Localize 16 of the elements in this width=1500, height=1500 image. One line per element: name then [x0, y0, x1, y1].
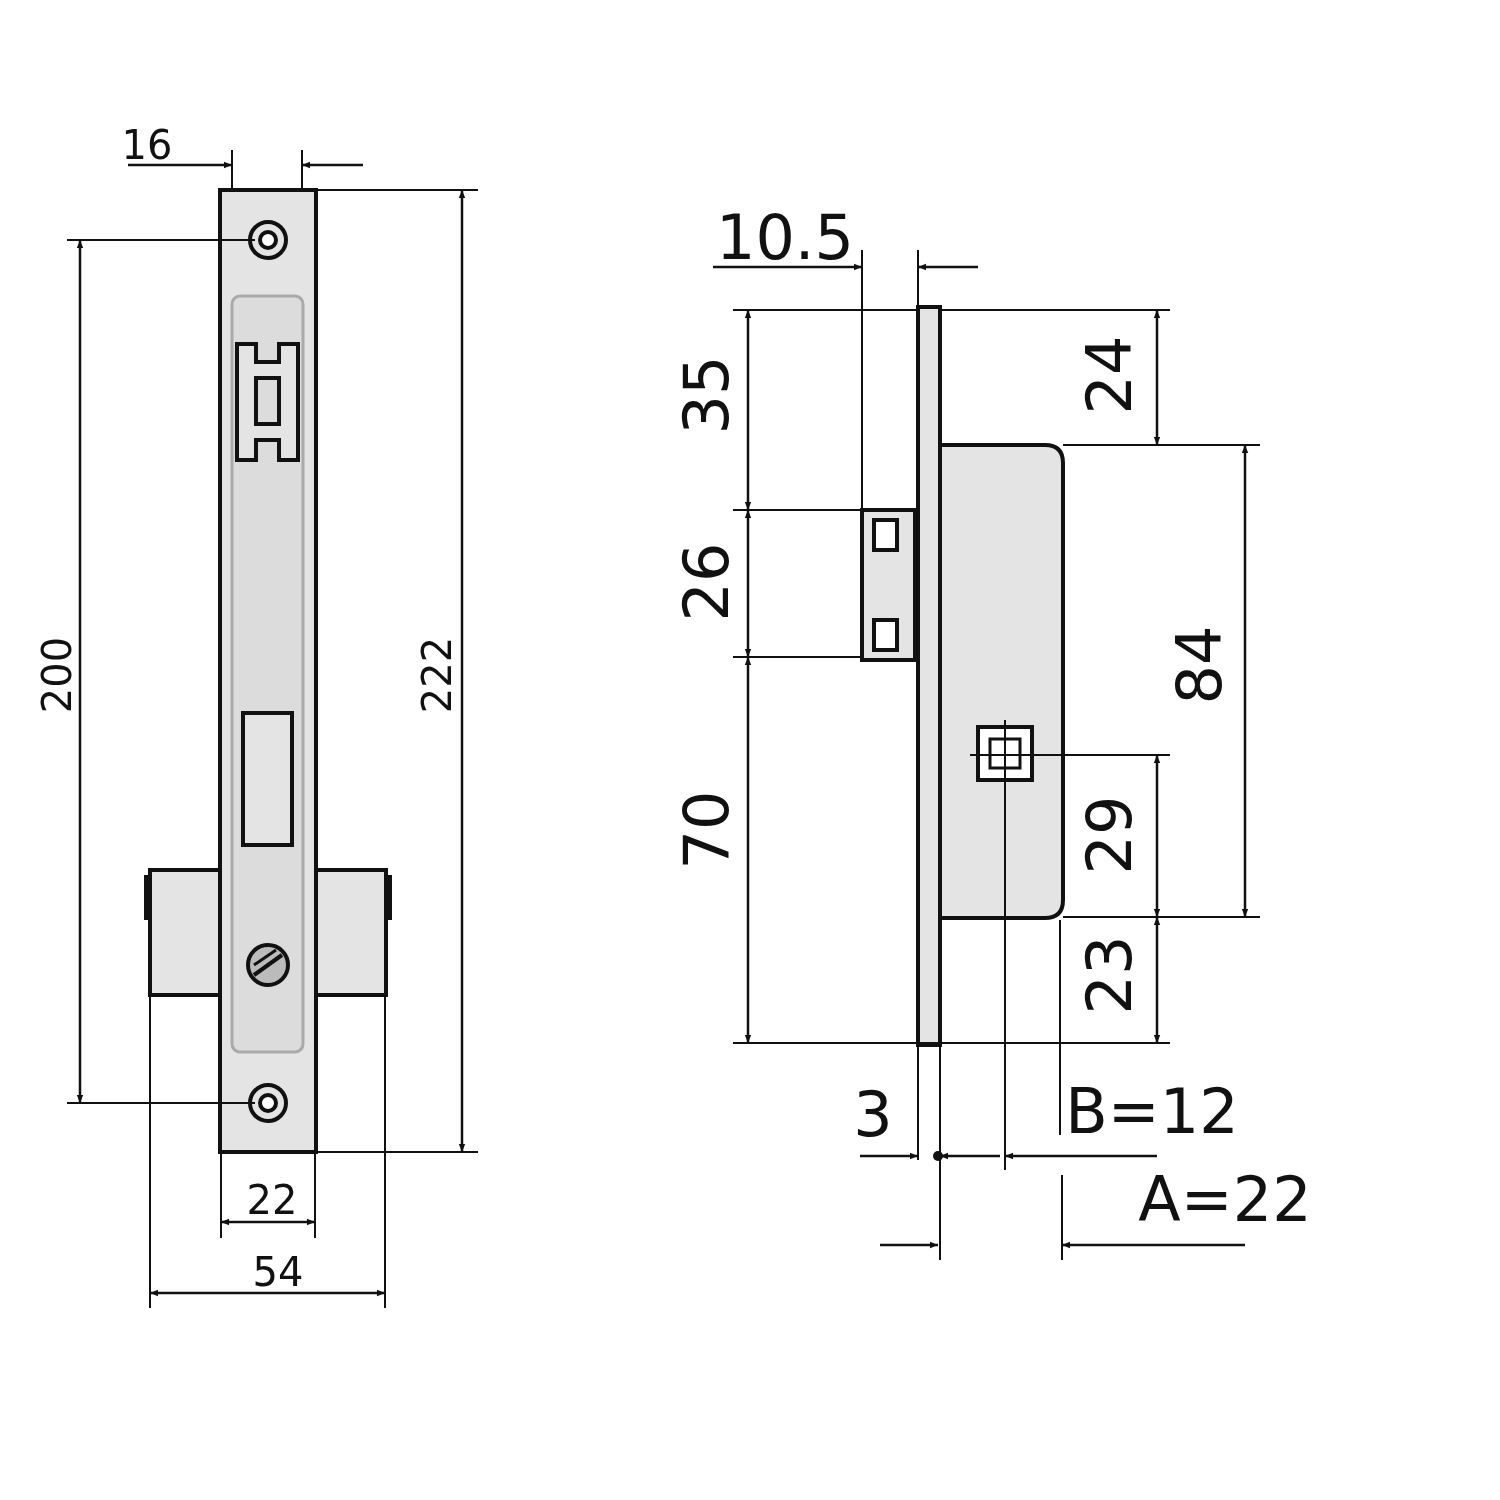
dimension-value: B=12	[1065, 1081, 1239, 1143]
dimension-value: 23	[1079, 935, 1141, 1015]
dimension-value: 84	[1169, 625, 1231, 705]
dimension-value: 29	[1079, 795, 1141, 875]
dimension-value: 200	[37, 636, 77, 714]
dimension-value: 26	[676, 542, 738, 622]
dimension-value: 24	[1079, 335, 1141, 415]
dimension-value: 16	[121, 125, 173, 165]
dimension-value: 35	[676, 355, 738, 435]
dimension-value: A=22	[1138, 1169, 1312, 1231]
dimension-value: 54	[252, 1252, 304, 1292]
dimension-value: 70	[676, 790, 738, 870]
dimension-value: 10.5	[716, 207, 854, 269]
dimension-value: 3	[853, 1084, 893, 1146]
dimension-value: 222	[417, 636, 457, 714]
dimension-value: 22	[246, 1180, 298, 1220]
